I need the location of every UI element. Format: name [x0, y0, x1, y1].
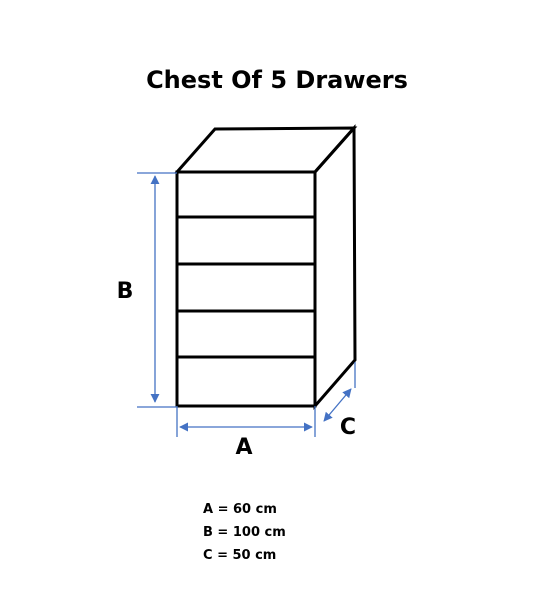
chest-body	[173, 124, 358, 411]
chest-top-face	[173, 126, 358, 174]
legend-c: C = 50 cm	[203, 548, 276, 563]
chest-side-face	[313, 124, 357, 411]
dimension-c-label: C	[340, 415, 356, 440]
dimension-c	[323, 362, 356, 422]
legend-a: A = 60 cm	[203, 502, 277, 517]
diagram-title: Chest Of 5 Drawers	[146, 66, 408, 94]
chest-front-face	[175, 170, 317, 408]
dimension-b	[137, 172, 177, 408]
drawer-dividers	[177, 215, 315, 359]
dimension-a-label: A	[235, 435, 252, 460]
dimension-c-arrow	[323, 388, 352, 422]
dimension-b-label: B	[117, 279, 134, 304]
dimension-a	[176, 406, 316, 437]
legend-b: B = 100 cm	[203, 525, 286, 540]
dimension-legend: A = 60 cm B = 100 cm C = 50 cm	[203, 502, 286, 563]
